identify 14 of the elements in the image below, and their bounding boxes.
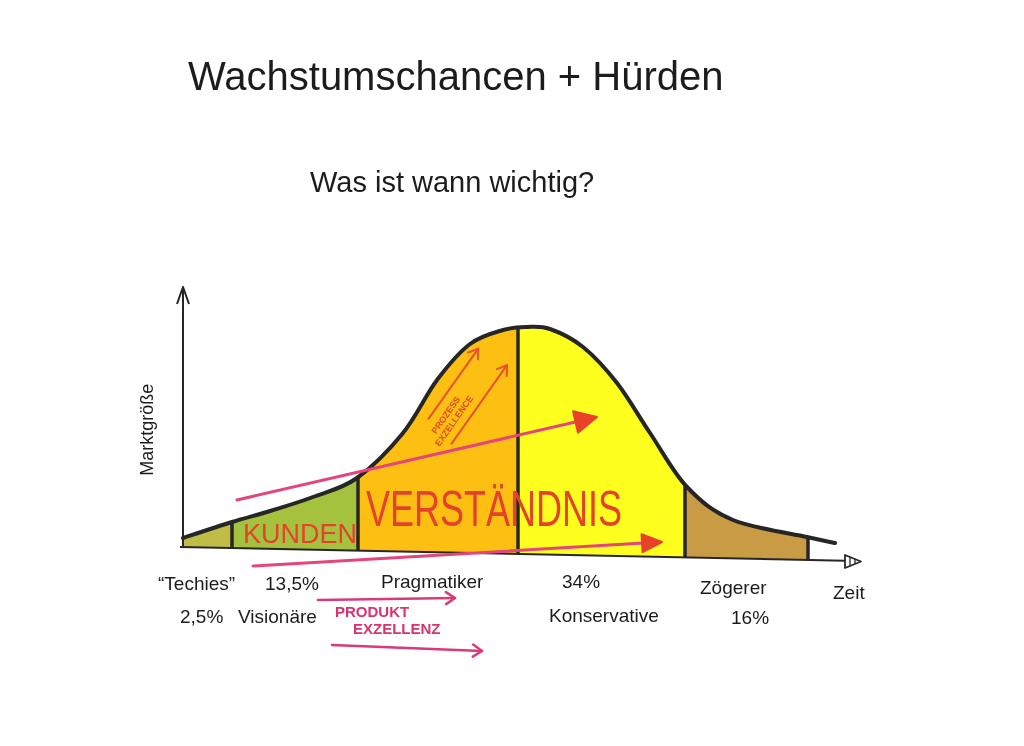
subtitle: Was ist wann wichtig? [310, 165, 595, 200]
x-axis-label: Zeit [833, 582, 865, 605]
segment-label: Visionäre [238, 606, 317, 629]
annotation-text: PRODUKT EXZELLENZ [335, 603, 442, 637]
percentage-label: 16% [731, 607, 770, 630]
segment-label: “Techies” [158, 573, 236, 596]
percentage-label: 34% [562, 571, 601, 594]
segment-label: Konservative [549, 605, 659, 628]
segment-label: Pragmatiker [381, 571, 484, 594]
title: Wachstumschancen + Hürden [188, 53, 724, 100]
percentage-label: 13,5% [265, 573, 319, 596]
segment-label: Zögerer [700, 577, 767, 600]
y-axis-label: Marktgröße [137, 382, 159, 478]
percentage-label: 2,5% [180, 606, 224, 629]
